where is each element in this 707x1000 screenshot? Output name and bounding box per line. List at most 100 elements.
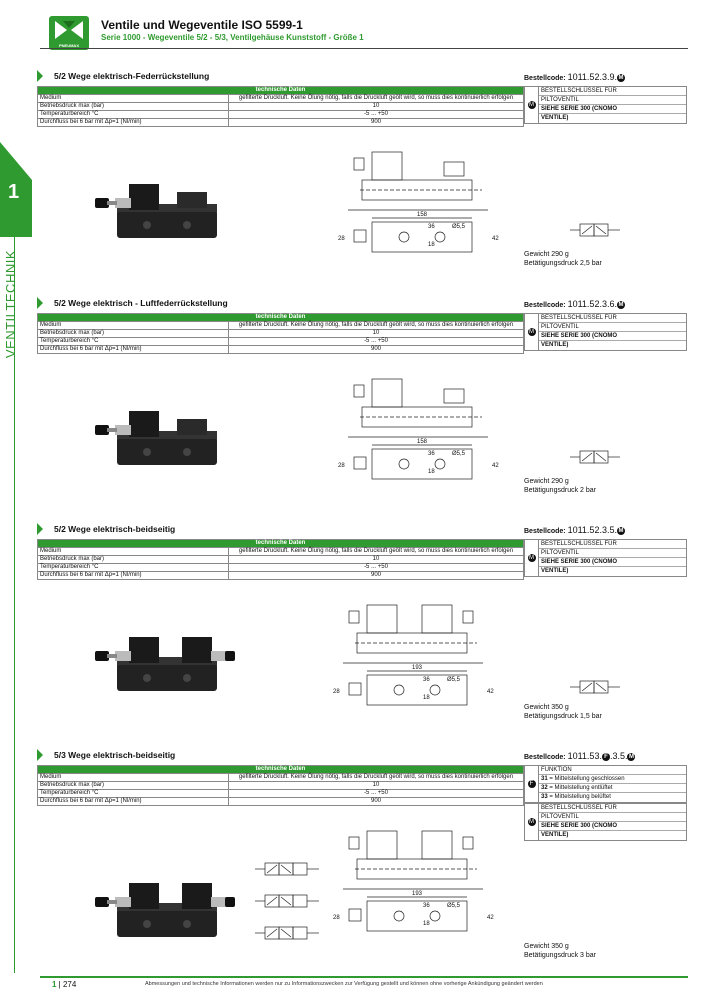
footer-note: Abmessungen und technische Informationen…: [145, 981, 543, 987]
dimension-drawing: [348, 151, 488, 253]
dim-18: 18: [428, 469, 435, 475]
product-section: 5/2 Wege elektrisch-beidseitig Bestellco…: [37, 523, 687, 743]
dim-hole: Ø5,5: [447, 677, 461, 683]
pneumatic-symbol: [562, 675, 642, 704]
dim-42: 42: [487, 689, 494, 695]
dim-18: 18: [428, 242, 435, 248]
page-subtitle: Serie 1000 - Wegeventile 5/2 - 5/3, Vent…: [101, 33, 364, 42]
dim-length: 193: [412, 665, 423, 671]
section-title: 5/3 Wege elektrisch-beidseitig: [54, 750, 176, 760]
valve-photo: [87, 869, 237, 954]
order-code: Bestellcode: 1011.52.3.5.M: [524, 525, 625, 535]
symbol-33: [247, 921, 327, 950]
valve-photo: [87, 170, 237, 255]
symbol-31: [247, 857, 327, 886]
dim-18: 18: [423, 921, 430, 927]
badge-f: F: [601, 753, 610, 761]
table-row: Temperaturbereich °C-5 ... +50: [37, 789, 524, 798]
valve-photo: [95, 411, 217, 465]
dim-hole: Ø5,5: [447, 903, 461, 909]
logo-text: PNEUMAX: [58, 43, 79, 48]
dim-18: 18: [423, 695, 430, 701]
section-arrow-icon: [37, 70, 43, 82]
table-row: Betriebsdruck max (bar)10: [37, 555, 524, 564]
chapter-label: VENTILTECHNIK: [3, 250, 18, 359]
dim-36: 36: [428, 451, 435, 457]
table-row: Durchfluss bei 6 bar mit Δp=1 (Nl/min)90…: [37, 118, 524, 127]
pneumatic-symbol: [562, 218, 642, 247]
dimension-drawing: 193 36 Ø5,5 18 28 42: [327, 593, 502, 718]
dim-28: 28: [338, 236, 345, 242]
page-number: 1 | 274: [52, 980, 77, 989]
dimension-drawing: [348, 378, 488, 480]
pneumatic-symbol-icon: [255, 926, 319, 940]
order-key: M BESTELLSCHLÜSSEL FÜR PILTOVENTIL SIEHE…: [524, 803, 687, 841]
section-arrow-icon: [37, 749, 43, 761]
order-key: M BESTELLSCHLÜSSEL FÜR PILTOVENTIL SIEHE…: [524, 86, 687, 124]
table-row: Durchfluss bei 6 bar mit Δp=1 (Nl/min)90…: [37, 571, 524, 580]
dim-28: 28: [338, 463, 345, 469]
table-row: Betriebsdruck max (bar)10: [37, 781, 524, 790]
product-section: 5/2 Wege elektrisch - Luftfederrückstell…: [37, 297, 687, 517]
table-row: Betriebsdruck max (bar)10: [37, 329, 524, 338]
pneumatic-symbol-icon: [570, 450, 620, 464]
dim-hole: Ø5,5: [452, 451, 466, 457]
dim-36: 36: [428, 224, 435, 230]
table-row: Betriebsdruck max (bar)10: [37, 102, 524, 111]
chapter-line: [14, 237, 15, 973]
table-row: Temperaturbereich °C-5 ... +50: [37, 337, 524, 346]
page-title: Ventile und Wegeventile ISO 5599-1: [101, 18, 303, 32]
chapter-number: 1: [8, 181, 20, 203]
pneumatic-symbol-icon: [255, 862, 319, 876]
valve-photo: [95, 637, 235, 691]
order-key: M BESTELLSCHLÜSSEL FÜR PILTOVENTIL SIEHE…: [524, 539, 687, 577]
key-box: M BESTELLSCHLÜSSEL FÜR PILTOVENTIL SIEHE…: [524, 539, 687, 577]
footer-rule: [40, 976, 688, 978]
key-box: M BESTELLSCHLÜSSEL FÜR PILTOVENTIL SIEHE…: [524, 313, 687, 351]
header-rule: [40, 48, 688, 49]
dimension-drawing: 158 36 Ø5,5 18 28 42: [332, 140, 507, 265]
section-header: 5/2 Wege elektrisch-beidseitig Bestellco…: [37, 523, 687, 535]
dimension-drawing: 193 36 Ø5,5 18 28 42: [327, 819, 502, 944]
dim-42: 42: [492, 236, 499, 242]
section-header: 5/2 Wege elektrisch-Federrückstellung Be…: [37, 70, 687, 82]
dim-28: 28: [333, 689, 340, 695]
dimension-drawing: 158 36 Ø5,5 18 28 42: [332, 367, 507, 492]
dim-length: 158: [417, 439, 428, 445]
pneumatic-symbol: [562, 445, 642, 474]
badge-m: M: [616, 527, 625, 535]
function-key: F FUNKTION 31 = Mittelstellung geschloss…: [524, 765, 687, 803]
valve-photo: [95, 184, 217, 238]
weight-info: Gewicht 290 g Betätigungsdruck 2 bar: [524, 478, 596, 494]
table-row: Temperaturbereich °C-5 ... +50: [37, 110, 524, 119]
order-code: Bestellcode: 1011.52.3.9.M: [524, 72, 625, 82]
weight-info: Gewicht 350 g Betätigungsdruck 1,5 bar: [524, 704, 602, 720]
dim-42: 42: [487, 915, 494, 921]
valve-photo: [87, 397, 237, 482]
dim-36: 36: [423, 903, 430, 909]
section-title: 5/2 Wege elektrisch-Federrückstellung: [54, 71, 210, 81]
badge-m: M: [627, 753, 636, 761]
symbol-32: [247, 889, 327, 918]
table-row: Durchfluss bei 6 bar mit Δp=1 (Nl/min)90…: [37, 345, 524, 354]
company-logo: PNEUMAX: [49, 16, 89, 50]
section-header: 5/2 Wege elektrisch - Luftfederrückstell…: [37, 297, 687, 309]
order-code: Bestellcode: 1011.53.F.3.5.M: [524, 751, 636, 761]
dim-36: 36: [423, 677, 430, 683]
dimension-drawing: [343, 830, 483, 932]
order-key: M BESTELLSCHLÜSSEL FÜR PILTOVENTIL SIEHE…: [524, 313, 687, 351]
product-section: 5/3 Wege elektrisch-beidseitig Bestellco…: [37, 749, 687, 969]
badge-m: M: [616, 301, 625, 309]
dimension-drawing: [343, 604, 483, 706]
table-row: Durchfluss bei 6 bar mit Δp=1 (Nl/min)90…: [37, 797, 524, 806]
pneumatic-symbol-icon: [255, 894, 319, 908]
product-section: 5/2 Wege elektrisch-Federrückstellung Be…: [37, 70, 687, 290]
key-box: F FUNKTION 31 = Mittelstellung geschloss…: [524, 765, 687, 841]
weight-info: Gewicht 350 g Betätigungsdruck 3 bar: [524, 943, 596, 959]
pneumatic-symbol-icon: [570, 680, 620, 694]
